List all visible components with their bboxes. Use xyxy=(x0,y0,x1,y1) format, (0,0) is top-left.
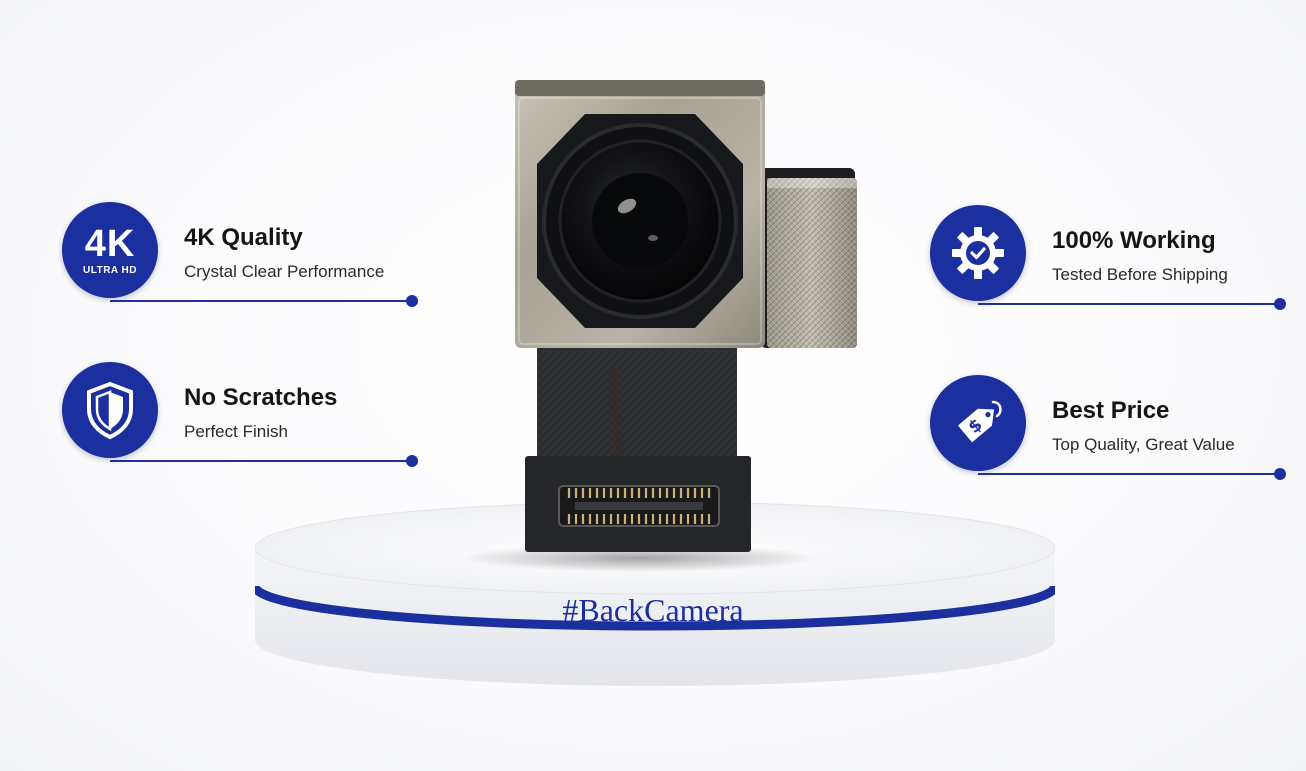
divider-dot xyxy=(406,455,418,467)
divider-line xyxy=(110,460,410,462)
gear-check-icon xyxy=(930,205,1026,301)
feature-subtitle: Perfect Finish xyxy=(184,422,288,441)
divider-line xyxy=(110,300,410,302)
feature-subtitle: Tested Before Shipping xyxy=(1052,265,1228,284)
feature-title: 4K Quality xyxy=(184,224,303,251)
price-tag-icon: $ xyxy=(930,375,1026,471)
divider-dot xyxy=(1274,468,1286,480)
feature-title: No Scratches xyxy=(184,384,338,411)
feature-best-price: $ Best Price Top Quality, Great Value xyxy=(930,375,1290,485)
feature-100-working: 100% Working Tested Before Shipping xyxy=(930,205,1290,315)
divider-line xyxy=(978,303,1278,305)
feature-4k-quality: 4K ULTRA HD 4K Quality Crystal Clear Per… xyxy=(62,202,422,312)
feature-subtitle: Crystal Clear Performance xyxy=(184,262,385,281)
feature-title: Best Price xyxy=(1052,397,1170,424)
camera-module-image xyxy=(515,80,857,552)
4k-ultra-hd-icon: 4K ULTRA HD xyxy=(62,202,158,298)
hashtag-label: #BackCamera xyxy=(562,592,744,628)
feature-no-scratches: No Scratches Perfect Finish xyxy=(62,362,422,472)
divider-dot xyxy=(406,295,418,307)
feature-subtitle: Top Quality, Great Value xyxy=(1052,435,1235,454)
divider-dot xyxy=(1274,298,1286,310)
shield-icon xyxy=(62,362,158,458)
feature-title: 100% Working xyxy=(1052,227,1216,254)
divider-line xyxy=(978,473,1278,475)
